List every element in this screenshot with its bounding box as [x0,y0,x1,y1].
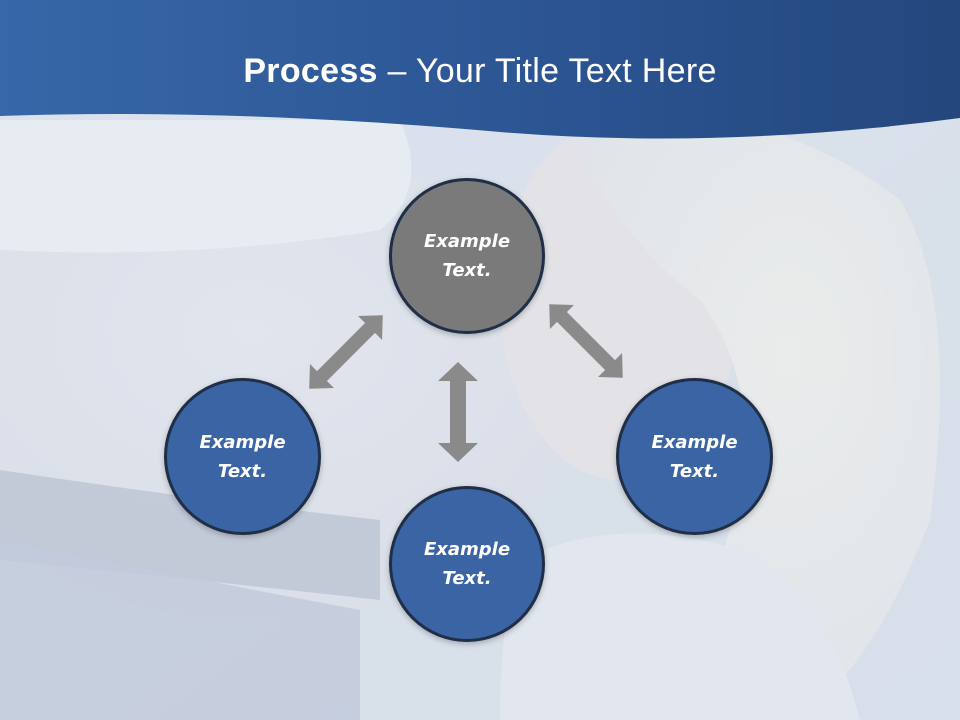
node-right-label: Example Text. [651,431,738,482]
node-bottom-label: Example Text. [423,539,511,589]
node-left-label: Example Text. [199,431,286,482]
title-rest: – Your Title Text Here [377,52,717,90]
page-title: Process – Your Title Text Here [0,52,960,91]
node-top-label: Example Text. [423,231,511,281]
double-arrow-top-left [309,315,383,389]
double-arrow-top-right [549,304,623,378]
node-right: Example Text. [616,378,773,535]
double-arrow-top-bottom [438,362,478,462]
node-top: Example Text. [389,178,545,334]
header-band [0,0,960,139]
node-bottom: Example Text. [389,486,545,642]
node-left: Example Text. [164,378,321,535]
title-bold: Process [243,52,378,90]
